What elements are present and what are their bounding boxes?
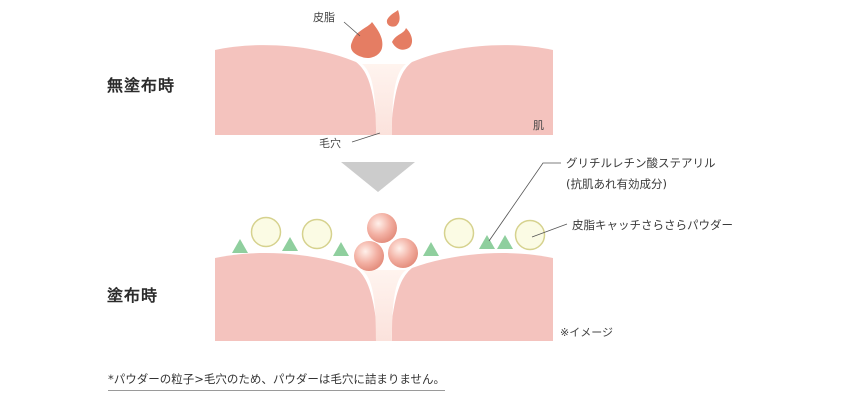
pore-channel-before bbox=[362, 64, 406, 135]
sebum-label: 皮脂 bbox=[313, 11, 335, 24]
powder-particles bbox=[250, 216, 546, 251]
skin-block-before bbox=[215, 45, 553, 135]
sebum-droplet-right bbox=[392, 28, 413, 50]
sebum-droplet-small-top bbox=[386, 10, 400, 27]
powder-label: 皮脂キャッチさらさらパウダー bbox=[572, 218, 733, 232]
sebum-leader-line bbox=[343, 21, 361, 37]
before-state-label: 無塗布時 bbox=[107, 76, 176, 95]
ingredient-leader-line bbox=[488, 162, 561, 242]
skin-mound-left-before bbox=[215, 45, 376, 135]
captured-sebum-cluster bbox=[354, 213, 418, 271]
skin-mound-right-after bbox=[392, 253, 553, 341]
powder-leader-line bbox=[531, 223, 568, 238]
pore-channel-after bbox=[362, 270, 406, 341]
skin-block-after bbox=[215, 253, 553, 341]
ingredient-triangle bbox=[333, 242, 349, 256]
down-arrow bbox=[341, 162, 415, 192]
image-note: ※イメージ bbox=[560, 326, 613, 339]
ingredient-triangle bbox=[423, 242, 439, 256]
pore-label: 毛穴 bbox=[319, 137, 341, 150]
sebum-ball bbox=[388, 238, 418, 268]
ingredient-name-label: グリチルレチン酸ステアリル bbox=[566, 156, 716, 170]
powder-particle bbox=[301, 218, 333, 250]
skin-mound-left-after bbox=[215, 253, 376, 341]
ingredient-note-label: (抗肌あれ有効成分) bbox=[566, 177, 667, 191]
sebum-ball bbox=[354, 241, 384, 271]
ingredient-triangle bbox=[232, 239, 248, 253]
skin-mound-right-before bbox=[392, 45, 553, 135]
powder-particle bbox=[443, 217, 475, 249]
sebum-droplets bbox=[350, 10, 413, 58]
skin-label: 肌 bbox=[533, 119, 544, 132]
ingredient-triangle bbox=[282, 237, 298, 251]
ingredient-triangle bbox=[479, 235, 495, 249]
pore-leader-line bbox=[351, 132, 381, 143]
powder-particle bbox=[514, 219, 546, 251]
after-state-label: 塗布時 bbox=[107, 286, 159, 305]
sebum-ball bbox=[367, 213, 397, 243]
footnote: *パウダーの粒子>毛穴のため、パウダーは毛穴に詰まりません。 bbox=[108, 371, 446, 391]
ingredient-triangles bbox=[232, 235, 513, 256]
ingredient-triangle bbox=[497, 235, 513, 249]
powder-particle bbox=[250, 216, 282, 248]
sebum-droplet-large bbox=[350, 22, 383, 58]
